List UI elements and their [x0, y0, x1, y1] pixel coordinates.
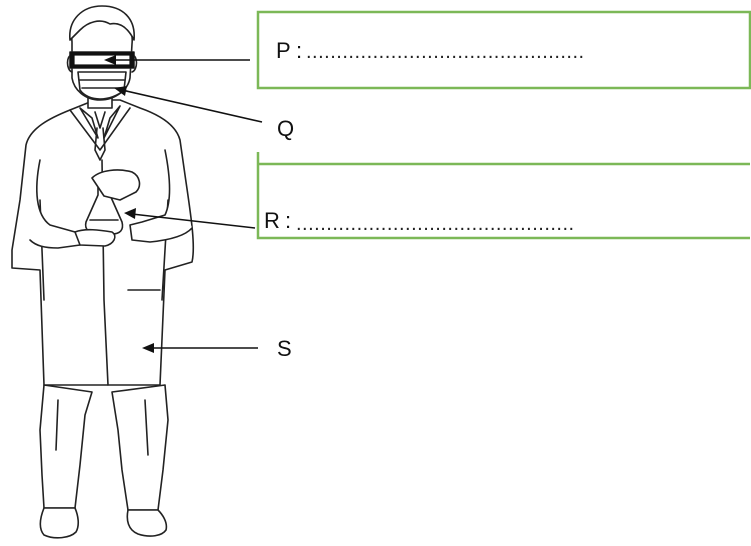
blank-line-p: ........................................… [306, 41, 585, 63]
label-p-colon: : [296, 38, 302, 63]
label-q: Q [277, 116, 294, 141]
label-r: R [264, 208, 280, 233]
label-s: S [277, 336, 292, 361]
label-p: P [276, 38, 291, 63]
shoes [40, 508, 166, 538]
trousers [40, 385, 168, 510]
blank-line-r: ........................................… [296, 213, 575, 235]
label-r-colon: : [285, 208, 291, 233]
scientist-figure [12, 6, 193, 538]
